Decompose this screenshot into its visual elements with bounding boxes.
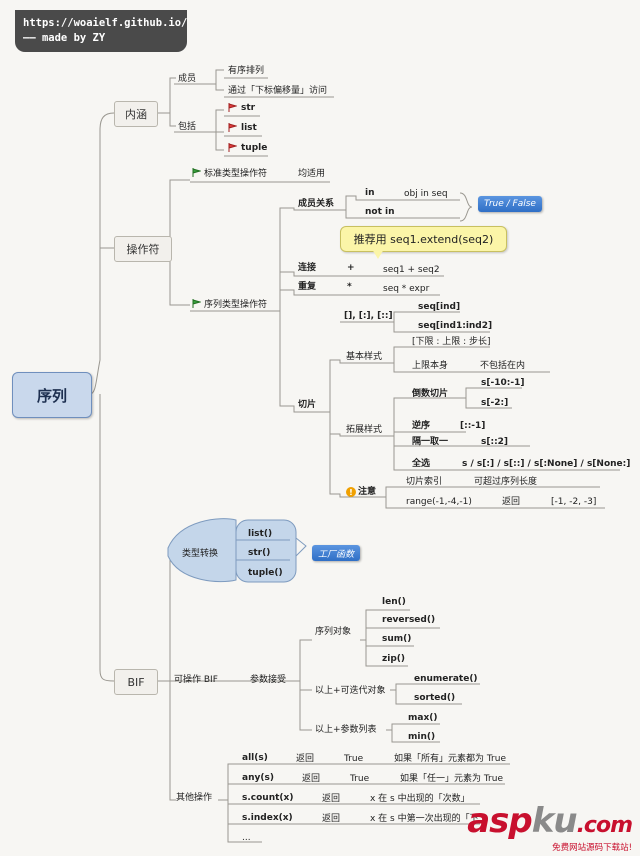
reverse-label: 逆序 (412, 421, 431, 431)
other-val-all: True (344, 754, 364, 764)
every-other-expr: s[::2] (481, 437, 509, 447)
reverse-slice-expr-1: s[-10:-1] (481, 378, 525, 388)
membership-label: 成员关系 (298, 199, 335, 209)
reverse-slice-label: 倒数切片 (412, 389, 449, 399)
concat-expr: seq1 + seq2 (383, 265, 440, 275)
convert-label: 类型转换 (182, 549, 219, 559)
other-fn-index: s.index(x) (242, 813, 293, 823)
concat-op: + (347, 263, 355, 273)
banner-author: —— made by ZY (23, 32, 106, 44)
select-all-expr: s / s[:] / s[::] / s[:None] / s[None:] (462, 459, 631, 469)
reverse-slice-expr-2: s[-2:] (481, 398, 509, 408)
repeat-op: * (347, 282, 352, 292)
repeat-label: 重复 (298, 282, 317, 292)
baokuo-label: 包括 (178, 122, 197, 132)
watermark-logo: aspku.com (467, 801, 633, 841)
note-range-expr: range(-1,-4,-1) (406, 497, 472, 507)
note-result: [-1, -2, -3] (551, 497, 597, 507)
convert-list: list() (248, 529, 273, 539)
green-flag-icon (192, 168, 201, 177)
baokuo-str: str (241, 103, 256, 113)
red-flag-icon (228, 123, 237, 132)
other-fn-more: ... (242, 833, 251, 843)
baokuo-tuple: tuple (241, 143, 268, 153)
other-desc-any: 如果「任一」元素为 True (400, 774, 503, 784)
green-flag-icon (192, 299, 201, 308)
slice-upper-desc: 不包括在内 (480, 361, 526, 371)
chengyuan-label: 成员 (178, 74, 197, 84)
other-desc-all: 如果「所有」元素都为 True (394, 754, 506, 764)
membership-not-in: not in (365, 207, 395, 217)
note-index-label: 切片索引 (406, 477, 443, 487)
baokuo-list: list (241, 123, 257, 133)
watermark-subtitle: 免费网站源码下载站! (552, 843, 632, 853)
note-returns: 返回 (502, 497, 521, 507)
params-label: 以上+参数列表 (315, 725, 377, 735)
iterable-label: 以上+可迭代对象 (315, 686, 386, 696)
other-ret-count: 返回 (322, 794, 341, 804)
standard-op-desc: 均适用 (298, 169, 326, 179)
slice-basic-ops: [], [:], [::] (344, 311, 393, 321)
bif-len: len() (382, 597, 406, 607)
aspku-watermark: aspku.com 免费网站源码下载站! (467, 801, 633, 853)
slice-seq-range: seq[ind1:ind2] (418, 321, 493, 331)
bif-enumerate: enumerate() (414, 674, 478, 684)
other-desc-index: x 在 s 中第一次出现的「下 (370, 814, 479, 824)
slice-label: 切片 (298, 400, 317, 410)
other-val-any: True (350, 774, 370, 784)
chengyuan-item-ordered: 有序排列 (228, 66, 265, 76)
bif-reversed: reversed() (382, 615, 436, 625)
concat-label: 连接 (298, 263, 317, 273)
bif-zip: zip() (382, 654, 405, 664)
callout-tail (372, 249, 384, 259)
seq-obj-label: 序列对象 (315, 627, 352, 637)
other-desc-count: x 在 s 中出现的「次数」 (370, 794, 470, 804)
node-bif[interactable]: BIF (114, 669, 158, 695)
operable-label: 可操作 BIF (174, 675, 218, 685)
other-fn-count: s.count(x) (242, 793, 294, 803)
every-other-label: 隔一取一 (412, 437, 449, 447)
other-ret-index: 返回 (322, 814, 341, 824)
membership-expr: obj in seq (404, 189, 448, 199)
sequence-op-label: 序列类型操作符 (204, 300, 268, 310)
node-caozuofu[interactable]: 操作符 (114, 236, 172, 262)
chengyuan-item-index: 通过「下标偏移量」访问 (228, 86, 328, 96)
other-ops-label: 其他操作 (176, 793, 213, 803)
standard-op-label: 标准类型操作符 (204, 169, 268, 179)
convert-str: str() (248, 548, 271, 558)
accepts-label: 参数接受 (250, 675, 287, 685)
warning-icon: ! (346, 487, 356, 497)
bif-min: min() (408, 732, 436, 742)
other-fn-all: all(s) (242, 753, 268, 763)
membership-in: in (365, 188, 375, 198)
repeat-expr: seq * expr (383, 284, 430, 294)
bif-sum: sum() (382, 634, 412, 644)
source-banner: https://woaielf.github.io/ —— made by ZY (15, 10, 187, 52)
other-ret-any: 返回 (302, 774, 321, 784)
note-index-desc: 可超过序列长度 (474, 477, 538, 487)
true-false-tag: True / False (478, 196, 542, 212)
bif-sorted: sorted() (414, 693, 456, 703)
factory-function-tag: 工厂函数 (312, 545, 360, 561)
red-flag-icon (228, 103, 237, 112)
other-fn-any: any(s) (242, 773, 274, 783)
banner-url: https://woaielf.github.io/ (23, 17, 188, 29)
other-ret-all: 返回 (296, 754, 315, 764)
bif-max: max() (408, 713, 438, 723)
extend-callout: 推荐用 seq1.extend(seq2) (340, 226, 507, 252)
slice-basic-label: 基本样式 (346, 352, 383, 362)
root-node[interactable]: 序列 (12, 372, 92, 418)
slice-seq-ind: seq[ind] (418, 302, 461, 312)
red-flag-icon (228, 143, 237, 152)
slice-format: [下限 : 上限 : 步长] (412, 337, 491, 347)
node-neihan[interactable]: 内涵 (114, 101, 158, 127)
convert-tuple: tuple() (248, 568, 283, 578)
slice-upper: 上限本身 (412, 361, 449, 371)
note-label: 注意 (358, 487, 377, 497)
select-all-label: 全选 (412, 459, 431, 469)
reverse-expr: [::-1] (460, 421, 486, 431)
slice-ext-label: 拓展样式 (346, 425, 383, 435)
